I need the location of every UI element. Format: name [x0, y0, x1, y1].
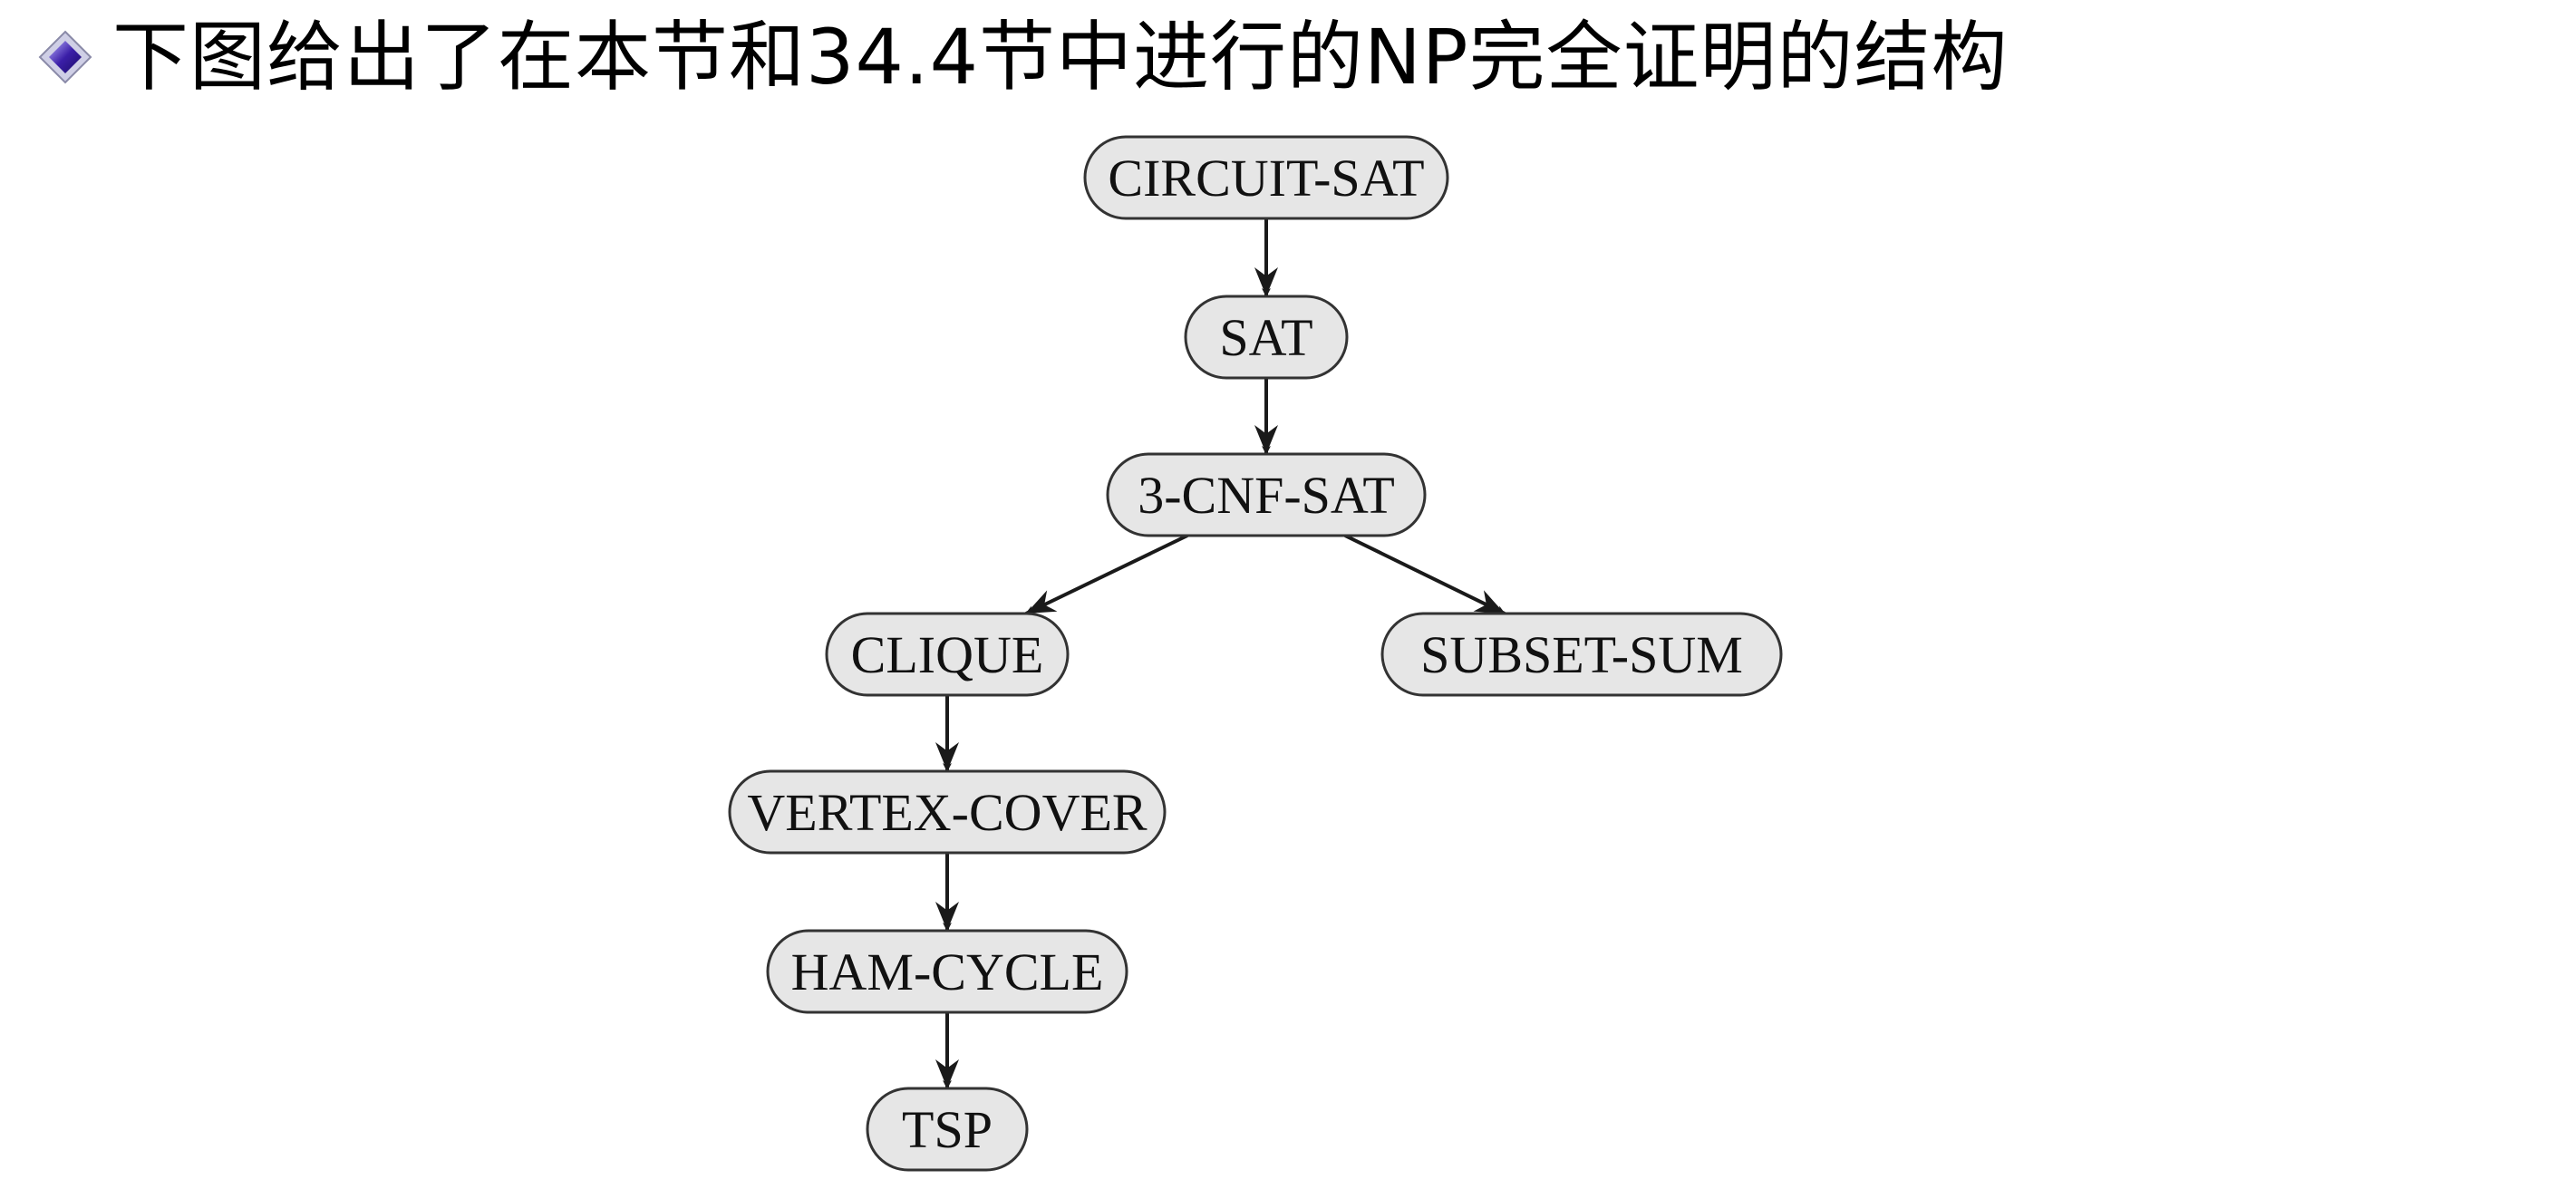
node-box-ham-cycle	[766, 929, 1128, 1014]
edges-layer	[935, 218, 1506, 1089]
edge-3-cnf-sat-to-clique	[1025, 534, 1188, 615]
node-tsp: TSP	[866, 1087, 1029, 1172]
node-label-vertex-cover: VERTEX-COVER	[747, 783, 1147, 842]
node-3-cnf-sat: 3-CNF-SAT	[1106, 452, 1427, 537]
edge-3-cnf-sat-to-subset-sum	[1344, 534, 1506, 615]
node-box-3-cnf-sat	[1106, 452, 1427, 537]
arrowhead-vertex-cover-to-ham-cycle	[935, 902, 959, 931]
node-label-circuit-sat: CIRCUIT-SAT	[1108, 149, 1424, 208]
node-box-clique	[825, 612, 1070, 697]
node-box-circuit-sat	[1083, 135, 1449, 220]
node-ham-cycle: HAM-CYCLE	[766, 929, 1128, 1014]
node-label-3-cnf-sat: 3-CNF-SAT	[1138, 466, 1395, 525]
heading-text: 下图给出了在本节和34.4节中进行的NP完全证明的结构	[112, 13, 2009, 102]
arrowhead-3-cnf-sat-to-subset-sum	[1473, 590, 1505, 614]
arrowhead-sat-to-3-cnf-sat	[1254, 425, 1278, 454]
node-subset-sum: SUBSET-SUM	[1380, 612, 1783, 697]
node-label-sat: SAT	[1219, 308, 1312, 367]
arrowhead-clique-to-vertex-cover	[935, 742, 959, 771]
node-box-subset-sum	[1380, 612, 1783, 697]
node-box-vertex-cover	[728, 769, 1167, 855]
node-clique: CLIQUE	[825, 612, 1070, 697]
diamond-bullet-icon	[38, 30, 92, 84]
node-label-clique: CLIQUE	[851, 625, 1044, 684]
nodes-layer: CIRCUIT-SAT SAT 3-CNF-SAT CLIQUE SUBSET-SUM V…	[728, 135, 1783, 1172]
slide-heading: 下图给出了在本节和34.4节中进行的NP完全证明的结构	[36, 7, 2009, 107]
node-box-tsp	[866, 1087, 1029, 1172]
node-vertex-cover: VERTEX-COVER	[728, 769, 1167, 855]
arrowhead-ham-cycle-to-tsp	[935, 1059, 959, 1088]
node-label-tsp: TSP	[902, 1100, 993, 1159]
node-sat: SAT	[1184, 295, 1349, 380]
arrowhead-3-cnf-sat-to-clique	[1026, 590, 1058, 614]
node-label-ham-cycle: HAM-CYCLE	[791, 942, 1104, 1001]
node-circuit-sat: CIRCUIT-SAT	[1083, 135, 1449, 220]
arrowhead-circuit-sat-to-sat	[1254, 267, 1278, 296]
node-box-sat	[1184, 295, 1349, 380]
node-label-subset-sum: SUBSET-SUM	[1420, 625, 1743, 684]
